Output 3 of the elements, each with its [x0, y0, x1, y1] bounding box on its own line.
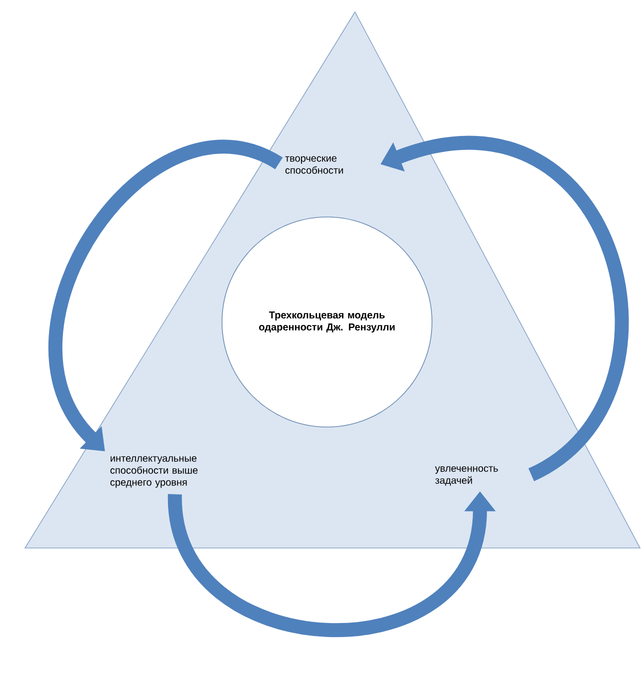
- node-label: увлеченность задачей: [435, 466, 498, 486]
- node-label: творческие способности: [285, 156, 343, 174]
- node-label: интеллектуальные способности выше среднего уровня: [110, 456, 198, 488]
